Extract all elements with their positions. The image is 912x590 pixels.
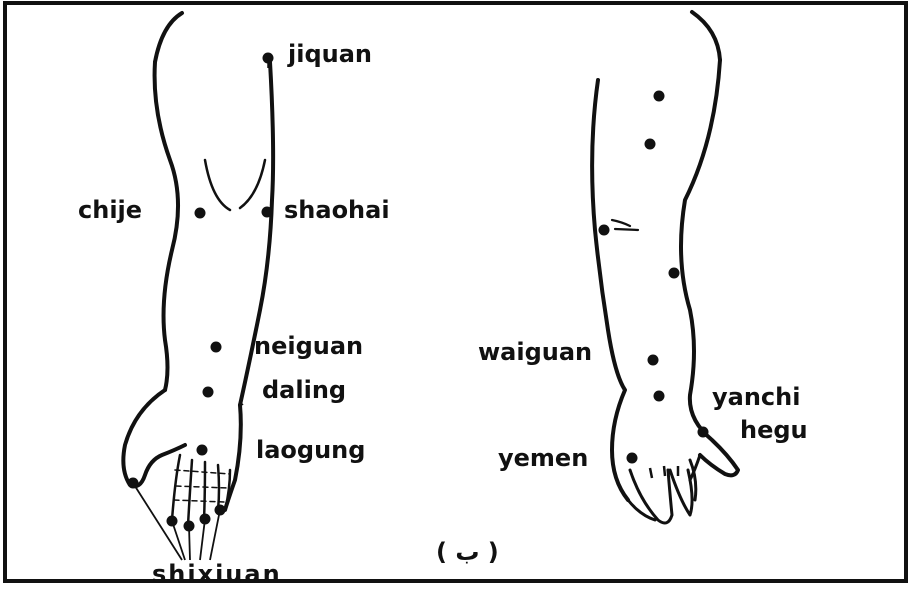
figure-caption: ( ب ) — [436, 538, 499, 566]
right-finger-marks — [650, 466, 678, 478]
right-elbow-mark — [612, 220, 638, 230]
left-thumb-edge — [123, 390, 185, 486]
right-arm-inner-edge — [592, 80, 628, 500]
right-fingers — [628, 460, 696, 523]
left-arm-outer-edge — [155, 62, 178, 390]
right-arm-outer-edge — [681, 60, 738, 475]
point-waiguan — [648, 355, 659, 366]
label-chije: chije — [78, 196, 142, 224]
point-yanchi — [654, 391, 665, 402]
label-yanchi: yanchi — [712, 383, 800, 411]
label-neiguan: neiguan — [254, 332, 363, 360]
right-arm-shoulder-line — [692, 12, 720, 60]
point-upper-arm-1 — [654, 91, 665, 102]
point-chije — [195, 208, 206, 219]
right-arm-outline — [592, 12, 738, 523]
point-forearm — [669, 268, 680, 279]
label-yemen: yemen — [498, 444, 588, 472]
label-shaohai: shaohai — [284, 196, 390, 224]
point-yemen — [627, 453, 638, 464]
label-shixiuan: shixiuan — [152, 560, 282, 586]
left-arm-shoulder-line — [155, 13, 182, 62]
point-shaohai — [262, 207, 273, 218]
point-elbow — [599, 225, 610, 236]
point-hegu — [698, 427, 709, 438]
point-daling — [203, 387, 214, 398]
point-upper-arm-2 — [645, 139, 656, 150]
point-neiguan — [211, 342, 222, 353]
label-hegu: hegu — [740, 416, 808, 444]
label-daling: daling — [262, 376, 346, 404]
label-laogung: laogung — [256, 436, 365, 464]
left-arm-points — [128, 53, 274, 532]
left-elbow-crease — [205, 160, 265, 210]
label-waiguan: waiguan — [478, 338, 592, 366]
left-finger-joints — [174, 470, 230, 502]
label-jiquan: jiquan — [287, 40, 372, 68]
point-laogung — [197, 445, 208, 456]
